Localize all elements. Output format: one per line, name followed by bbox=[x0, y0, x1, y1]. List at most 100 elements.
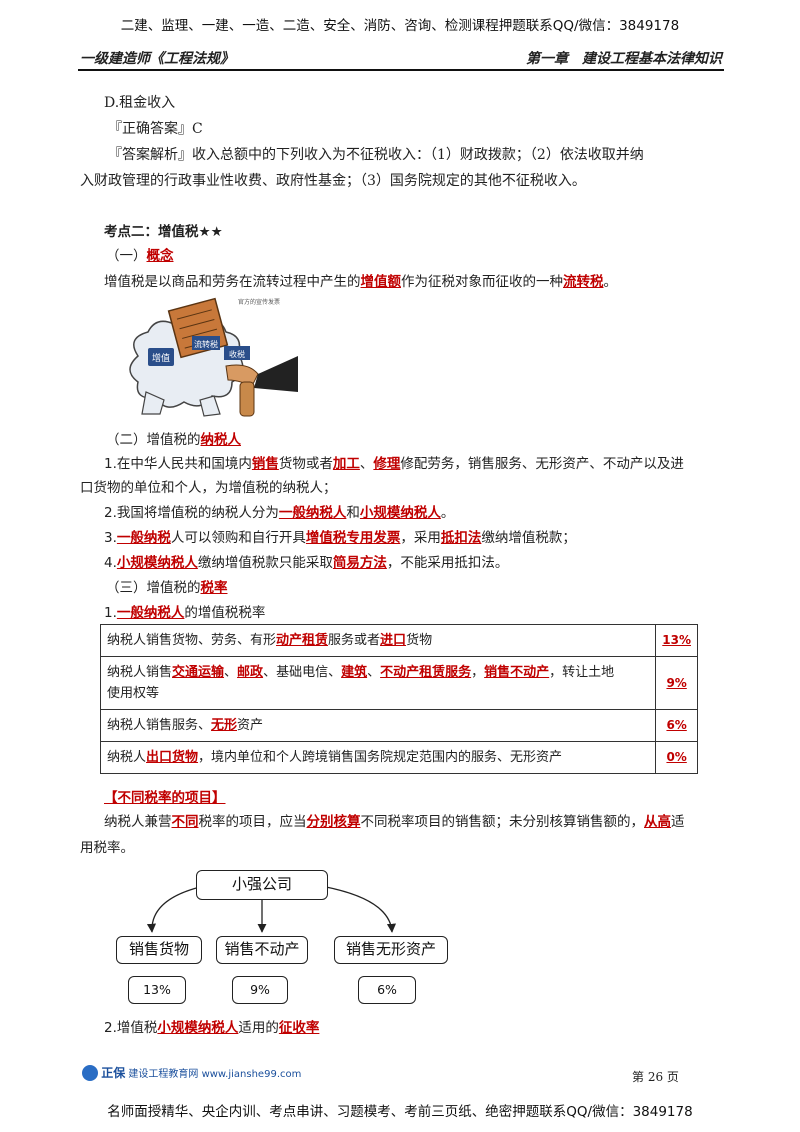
keyword: 分别核算 bbox=[306, 814, 361, 830]
diagram-node-real-estate: 销售不动产 bbox=[216, 936, 308, 964]
text-segment: 货物或者 bbox=[278, 456, 333, 472]
table-cell-description: 纳税人销售交通运输、邮政、基础电信、建筑、不动产租赁服务，销售不动产，转让土地使… bbox=[99, 656, 657, 710]
taxpayer-point1-line1: 1.在中华人民共和国境内销售货物或者加工、修理修配劳务，销售服务、无形资产、不动… bbox=[104, 452, 684, 472]
text-segment: 人可以领购和自行开具 bbox=[170, 530, 306, 546]
text-segment: 。 bbox=[440, 505, 455, 521]
table-cell-description: 纳税人出口货物，境内单位和个人跨境销售国务院规定范围内的服务、无形资产 bbox=[99, 741, 657, 774]
page-number: 第 26 页 bbox=[632, 1070, 679, 1084]
subsection-prefix: （二）增值税的 bbox=[106, 432, 201, 448]
text-segment: 使用权等 bbox=[107, 686, 160, 701]
logo-mark: 正保 bbox=[101, 1066, 126, 1080]
keyword: 小规模纳税人 bbox=[359, 505, 441, 521]
different-rates-line2: 用税率。 bbox=[80, 840, 134, 856]
text-segment: 纳税人 bbox=[107, 750, 147, 765]
text-segment: 的增值税税率 bbox=[184, 605, 266, 621]
illustration-vat-handshake: 增值 流转税 收税 官方的宣传发票 bbox=[108, 296, 298, 421]
text-segment: 服务或者 bbox=[328, 633, 381, 648]
text-segment: 2.增值税 bbox=[104, 1020, 158, 1036]
rate-intro: 1.一般纳税人的增值税税率 bbox=[104, 601, 265, 621]
text-segment: ，不能采用抵扣法。 bbox=[386, 555, 509, 571]
illustration-label: 收税 bbox=[229, 349, 245, 359]
text-segment: 2.我国将增值税的纳税人分为 bbox=[104, 505, 279, 521]
section-title: 考点二：增值税★★ bbox=[104, 224, 223, 240]
illustration-label: 流转税 bbox=[194, 339, 218, 349]
taxpayer-point2: 2.我国将增值税的纳税人分为一般纳税人和小规模纳税人。 bbox=[104, 501, 454, 521]
text-segment: 、 bbox=[359, 456, 374, 472]
keyword: 小规模纳税人 bbox=[157, 1020, 239, 1036]
keyword: 流转税 bbox=[563, 274, 604, 290]
table-row: 纳税人销售交通运输、邮政、基础电信、建筑、不动产租赁服务，销售不动产，转让土地使… bbox=[99, 656, 698, 710]
keyword: 销售 bbox=[251, 456, 279, 472]
table-row: 纳税人销售货物、劳务、有形动产租赁服务或者进口货物 13% bbox=[99, 624, 698, 657]
table-cell-description: 纳税人销售服务、无形资产 bbox=[99, 709, 657, 742]
top-banner: 二建、监理、一建、一造、二造、安全、消防、咨询、检测课程押题联系QQ/微信：38… bbox=[120, 18, 680, 34]
diagram-rate-intangible: 6% bbox=[358, 976, 416, 1004]
diagram-rate-goods: 13% bbox=[128, 976, 186, 1004]
text-segment: 、 bbox=[224, 665, 238, 680]
keyword: 抵扣法 bbox=[440, 530, 482, 546]
text-segment: 3. bbox=[104, 530, 117, 546]
text-segment: 不同税率项目的销售额；未分别核算销售额的， bbox=[360, 814, 645, 830]
text-segment: ，转让土地 bbox=[549, 665, 615, 680]
taxpayer-point4: 4.小规模纳税人缴纳增值税款只能采取简易方法，不能采用抵扣法。 bbox=[104, 551, 508, 571]
subsection-prefix: （三）增值税的 bbox=[106, 580, 201, 596]
answer-explanation-line2: 入财政管理的行政事业性收费、政府性基金；（3）国务院规定的其他不征税收入。 bbox=[80, 173, 586, 189]
logo-text: 建设工程教育网 www.jianshe99.com bbox=[128, 1069, 302, 1080]
keyword: 加工 bbox=[332, 456, 360, 472]
table-cell-rate: 0% bbox=[655, 741, 698, 774]
small-scale-rate-intro: 2.增值税小规模纳税人适用的征收率 bbox=[104, 1016, 319, 1036]
text-segment: 货物 bbox=[406, 633, 433, 648]
text-segment: 1.在中华人民共和国境内 bbox=[104, 456, 252, 472]
table-cell-rate: 6% bbox=[655, 709, 698, 742]
text-segment: 、基础电信、 bbox=[263, 665, 342, 680]
taxpayer-point3: 3.一般纳税人可以领购和自行开具增值税专用发票，采用抵扣法缴纳增值税款； bbox=[104, 526, 576, 546]
text-segment: 修配劳务，销售服务、无形资产、不动产以及进 bbox=[400, 456, 684, 472]
text-segment: 纳税人销售服务、 bbox=[107, 718, 212, 733]
subsection-prefix: （一） bbox=[106, 248, 147, 264]
text-segment: 适用的 bbox=[238, 1020, 279, 1036]
table-cell-rate: 9% bbox=[655, 656, 698, 710]
keyword: 小规模纳税人 bbox=[116, 555, 198, 571]
subsection-tax-rate: （三）增值税的税率 bbox=[106, 576, 228, 596]
subsection-concept: （一）概念 bbox=[106, 244, 174, 264]
keyword: 修理 bbox=[373, 456, 401, 472]
keyword: 出口货物 bbox=[146, 750, 199, 765]
header-chapter-title: 第一章 建设工程基本法律知识 bbox=[526, 51, 722, 67]
text-segment: ，境内单位和个人跨境销售国务院规定范围内的服务、无形资产 bbox=[198, 750, 563, 765]
keyword: 增值额 bbox=[360, 274, 402, 290]
bottom-banner: 名师面授精华、央企内训、考点串讲、习题模考、考前三页纸、绝密押题联系QQ/微信：… bbox=[107, 1104, 693, 1120]
text-segment: 增值税是以商品和劳务在流转过程中产生的 bbox=[104, 274, 361, 290]
illustration-label: 增值 bbox=[152, 352, 170, 364]
text-segment: ，采用 bbox=[400, 530, 441, 546]
text-segment: 作为征税对象而征收的一种 bbox=[401, 274, 563, 290]
text-segment: 。 bbox=[603, 274, 618, 290]
text-segment: 资产 bbox=[237, 718, 264, 733]
correct-answer: 『正确答案』C bbox=[108, 121, 203, 137]
footer-logo: 正保 建设工程教育网 www.jianshe99.com bbox=[82, 1064, 301, 1081]
keyword: 从高 bbox=[644, 814, 671, 830]
keyword: 一般纳税人 bbox=[116, 605, 185, 621]
keyword: 无形 bbox=[211, 718, 238, 733]
keyword: 不同 bbox=[171, 814, 199, 830]
text-segment: 、 bbox=[367, 665, 381, 680]
keyword: 邮政 bbox=[237, 665, 264, 680]
text-segment: 和 bbox=[346, 505, 360, 521]
diagram-root-company: 小强公司 bbox=[196, 870, 328, 900]
keyword: 增值税专用发票 bbox=[305, 530, 401, 546]
different-rates-line1: 纳税人兼营不同税率的项目，应当分别核算不同税率项目的销售额；未分别核算销售额的，… bbox=[104, 810, 685, 830]
taxpayer-point1-line2: 口货物的单位和个人，为增值税的纳税人； bbox=[80, 480, 337, 496]
answer-explanation-line1: 『答案解析』收入总额中的下列收入为不征税收入：（1）财政拨款；（2）依法收取并纳 bbox=[108, 147, 644, 163]
illustration-sign: 官方的宣传发票 bbox=[238, 298, 280, 306]
keyword: 销售不动产 bbox=[484, 665, 550, 680]
keyword: 动产租赁 bbox=[276, 633, 329, 648]
text-segment: 纳税人销售 bbox=[107, 665, 173, 680]
table-row: 纳税人销售服务、无形资产 6% bbox=[99, 709, 698, 742]
tax-rate-table: 纳税人销售货物、劳务、有形动产租赁服务或者进口货物 13% 纳税人销售交通运输、… bbox=[99, 624, 698, 774]
subsection-taxpayer: （二）增值税的纳税人 bbox=[106, 428, 241, 448]
text-segment: 1. bbox=[104, 605, 117, 621]
keyword: 一般纳税人 bbox=[278, 505, 347, 521]
text-segment: 缴纳增值税款； bbox=[481, 530, 576, 546]
text-segment: ， bbox=[471, 665, 485, 680]
text-segment: 税率的项目，应当 bbox=[198, 814, 307, 830]
diagram-arrow bbox=[146, 886, 201, 933]
